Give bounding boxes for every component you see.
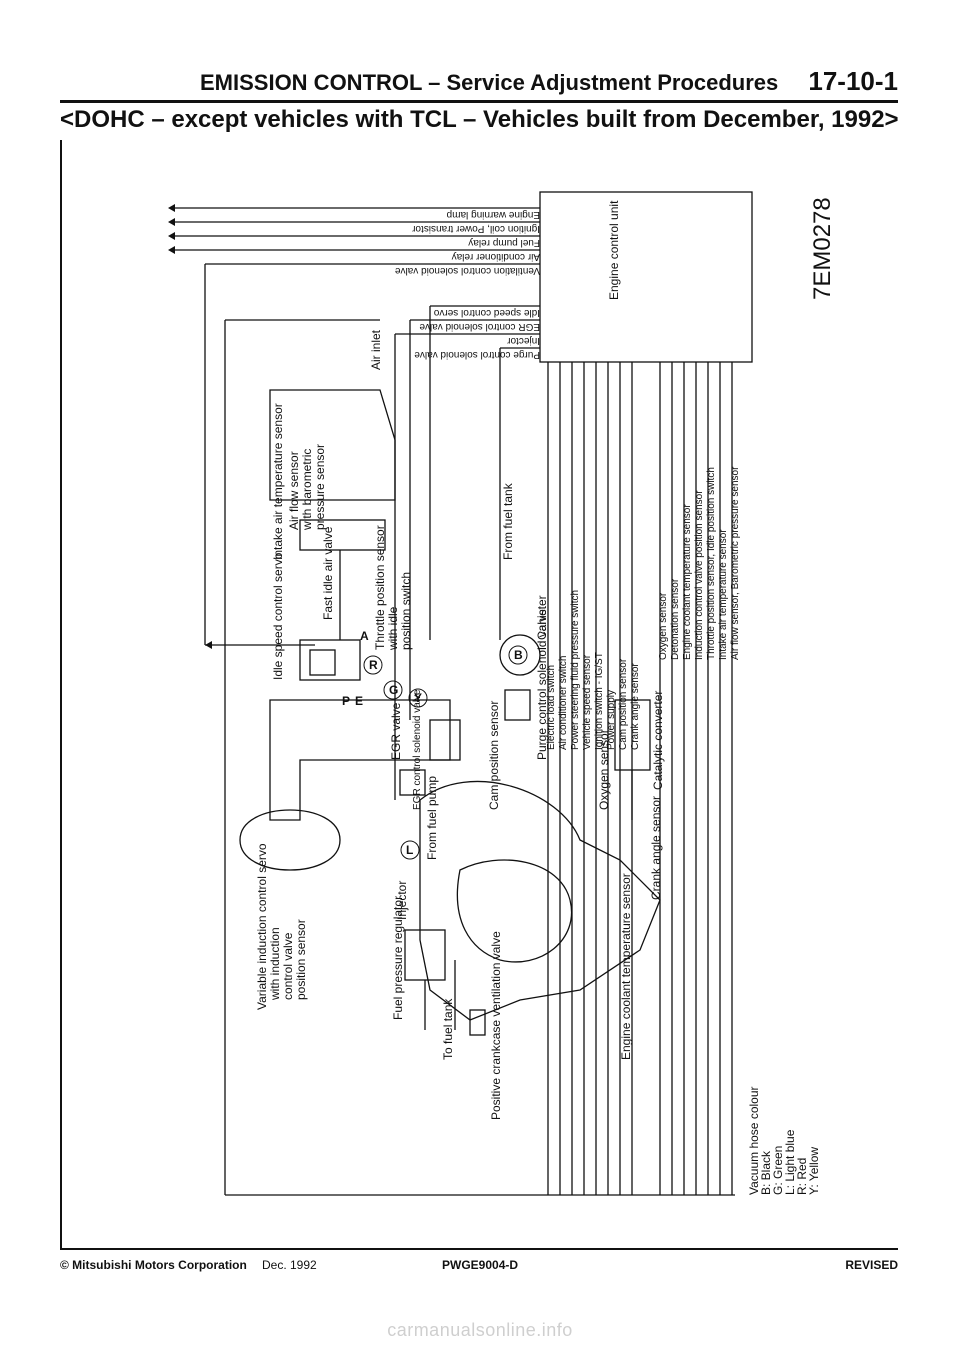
- label-egr-valve: EGR valve: [389, 702, 403, 760]
- label-throttle-detail-2: position switch: [399, 572, 413, 650]
- label-air-inlet: Air inlet: [369, 329, 383, 370]
- label-idle-speed-servo: Idle speed control servo: [271, 552, 285, 680]
- footer-code: PWGE9004-D: [442, 1258, 519, 1272]
- label-intake-air-temp: Intake air temperature sensor: [271, 403, 285, 560]
- label-from-fuel-tank: From fuel tank: [501, 482, 515, 560]
- hose-letter-y: Y: [414, 691, 422, 705]
- label-from-fuel-pump: From fuel pump: [425, 776, 439, 860]
- input-coolant-temp: Engine coolant temperature sensor: [682, 504, 693, 660]
- hose-letter-a: A: [360, 629, 369, 643]
- output-purge-valve: Purge control solenoid valve: [414, 349, 540, 360]
- hose-letter-l: L: [406, 843, 413, 857]
- section-subtitle: <DOHC – except vehicles with TCL – Vehic…: [60, 106, 899, 133]
- input-ignition-switch: Ignition switch - IG/ST: [594, 652, 605, 750]
- input-cam-position: Cam position sensor: [618, 658, 629, 750]
- label-to-fuel-tank: To fuel tank: [441, 998, 455, 1060]
- label-vic-detail-3: position sensor: [294, 919, 308, 1000]
- input-ac-switch: Air conditioner switch: [558, 656, 569, 750]
- input-detonation: Detonation sensor: [670, 578, 681, 660]
- hose-letter-p: P: [342, 694, 350, 708]
- output-engine-warning-lamp: Engine warning lamp: [446, 209, 540, 220]
- legend-item: L: Light blue: [783, 1129, 797, 1195]
- input-power-supply: Power supply: [606, 690, 617, 750]
- label-air-flow-detail-2: pressure sensor: [313, 444, 327, 530]
- hose-letter-g: G: [389, 683, 398, 697]
- label-pcv-valve: Positive crankcase ventilation valve: [489, 931, 503, 1120]
- hose-letter-r: R: [369, 658, 378, 672]
- input-intake-air-temp: Intake air temperature sensor: [718, 529, 729, 660]
- output-injector: Injector: [507, 335, 540, 346]
- ecu-label: Engine control unit: [607, 200, 621, 300]
- watermark: carmanualsonline.info: [387, 1320, 573, 1340]
- legend-item: B: Black: [759, 1150, 773, 1195]
- label-air-flow-detail-1: with barometric: [300, 449, 314, 531]
- hose-letter-e: E: [355, 694, 363, 708]
- legend-item: Y: Yellow: [807, 1147, 821, 1195]
- input-crank-angle: Crank angle sensor: [630, 663, 641, 750]
- page-header-title: EMISSION CONTROL – Service Adjustment Pr…: [200, 70, 779, 95]
- label-catalytic-converter: Catalytic converter: [651, 691, 665, 790]
- label-vic-detail-1: with induction: [268, 927, 282, 1001]
- label-vic-detail-2: control valve: [281, 932, 295, 1000]
- label-throttle-detail-1: with idle: [386, 606, 400, 651]
- legend-item: R: Red: [795, 1158, 809, 1195]
- label-throttle-position: Throttle position sensor: [373, 525, 387, 650]
- input-induction-valve: Induction control valve position sensor: [694, 490, 705, 660]
- label-variable-induction: Variable induction control servo: [255, 843, 269, 1010]
- label-oxygen-sensor: Oxygen sensor: [597, 729, 611, 810]
- input-air-flow: Air flow sensor, Barometric pressure sen…: [730, 466, 741, 660]
- input-electric-load: Electric load switch: [546, 665, 557, 750]
- footer-status: REVISED: [845, 1258, 898, 1272]
- ecu-box: [539, 191, 753, 363]
- label-injector: Injector: [395, 881, 409, 920]
- footer-date: Dec. 1992: [262, 1258, 317, 1272]
- output-ventilation-valve: Ventilation control solenoid valve: [394, 265, 540, 276]
- hose-letter-b: B: [514, 648, 523, 662]
- label-crank-sensor: Crank angle sensor: [649, 796, 663, 900]
- legend-item: G: Green: [771, 1146, 785, 1195]
- left-margin-rule: [60, 140, 62, 1248]
- input-oxygen-sensor: Oxygen sensor: [658, 592, 669, 660]
- label-canister: Canister: [535, 595, 549, 640]
- output-ac-relay: Air conditioner relay: [452, 251, 540, 262]
- output-idle-speed-servo: Idle speed control servo: [433, 307, 540, 318]
- label-egr-solenoid: EGR control solenoid valve: [412, 689, 423, 810]
- label-coolant-sensor: Engine coolant temperature sensor: [619, 873, 633, 1060]
- footer-rule: [60, 1248, 898, 1250]
- input-throttle-position: Throttle position sensor, Idle position …: [706, 467, 717, 660]
- header-rule: [60, 100, 898, 103]
- input-vehicle-speed: Vehicle speed sensor: [582, 654, 593, 750]
- input-power-steering: Power steering fluid pressure switch: [570, 590, 581, 750]
- figure-code: 7EM0278: [809, 197, 836, 300]
- label-fuel-regulator: Fuel pressure regulator: [391, 896, 405, 1020]
- footer-copyright: © Mitsubishi Motors Corporation: [60, 1258, 247, 1272]
- label-fast-idle-valve: Fast idle air valve: [321, 526, 335, 620]
- label-air-flow: Air flow sensor: [287, 451, 301, 530]
- page-number: 17-10-1: [808, 66, 898, 96]
- output-ignition-coil: Ignition coil, Power transistor: [411, 223, 540, 234]
- legend-title: Vacuum hose colour: [747, 1086, 761, 1195]
- label-purge-valve: Purge control solenoid valve: [535, 609, 549, 760]
- output-fuel-pump-relay: Fuel pump relay: [468, 237, 540, 248]
- output-egr-solenoid: EGR control solenoid valve: [419, 321, 540, 332]
- label-cam-sensor: Cam position sensor: [487, 701, 501, 810]
